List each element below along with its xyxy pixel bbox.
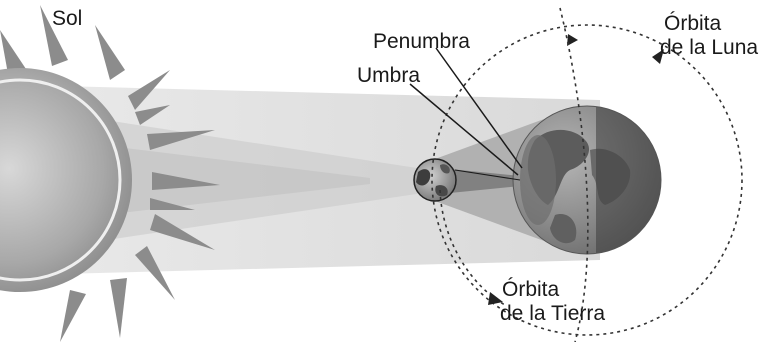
earth	[512, 105, 662, 255]
penumbra-label: Penumbra	[373, 30, 470, 53]
earth-orbit-arrow-icon	[488, 292, 503, 305]
umbra-cone	[440, 168, 520, 194]
sun-rim	[0, 78, 122, 282]
moon-orbit-label-line1: Órbita	[664, 12, 722, 35]
moon-orbit-arrow-icon	[652, 49, 664, 64]
moon	[413, 158, 457, 202]
moon-orbit	[431, 24, 743, 336]
umbra-label: Umbra	[357, 64, 421, 87]
earth-orbit-label: Órbita de la Tierra	[500, 278, 605, 326]
light-beam-core	[60, 140, 370, 220]
earth-orbit-label-line2: de la Tierra	[500, 302, 606, 325]
earth-orbit-label-line1: Órbita	[502, 278, 560, 301]
umbra-leader	[409, 83, 519, 176]
sun-disc	[0, 68, 132, 292]
sun-rays	[0, 5, 220, 342]
moon-orbit-label: Órbita de la Luna	[660, 12, 758, 60]
sun-label: Sol	[52, 7, 83, 30]
moon-orbit-label-line2: de la Luna	[660, 36, 759, 59]
penumbra-leader	[435, 47, 523, 169]
moon-orbit-arrow-top-icon	[567, 34, 578, 46]
earth-orbit	[559, 7, 589, 342]
earth-leader	[454, 169, 521, 181]
earth-orbit-left	[439, 189, 506, 306]
